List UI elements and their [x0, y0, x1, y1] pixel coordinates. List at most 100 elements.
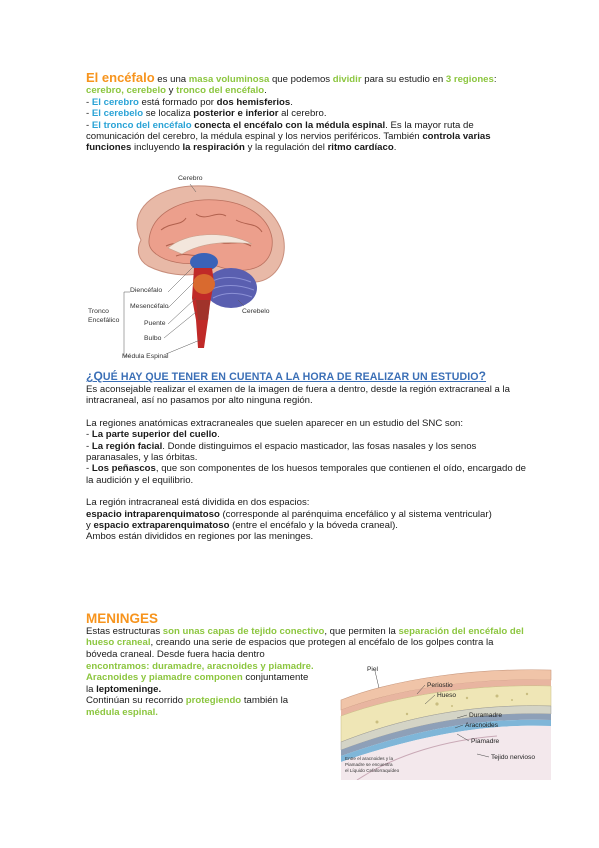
- text: -: [86, 119, 92, 131]
- highlight-text: masa voluminosa: [188, 74, 270, 85]
- line: Aracnoides y piamadre componen conjuntam…: [86, 672, 336, 683]
- text: -: [86, 429, 92, 441]
- text: ?: [478, 369, 487, 383]
- text: para su estudio en: [361, 74, 446, 85]
- bold-text: controla varias funciones: [86, 131, 491, 154]
- highlight-text: El cerebro: [91, 96, 139, 108]
- text: -: [86, 440, 92, 452]
- label-tejido-nervioso: Tejido nervioso: [491, 754, 535, 761]
- text: UÉ HAY QUE TENER EN CUENTA A LA HORA DE …: [102, 371, 479, 383]
- meninges-section: MENINGES Estas estructuras son unas capa…: [86, 611, 526, 660]
- text: y la regulación del: [244, 142, 328, 154]
- section-title-meninges: MENINGES: [86, 611, 159, 626]
- label-tronco-1: Tronco: [88, 308, 109, 315]
- list-item: - La región facial. Donde distinguimos e…: [86, 441, 526, 464]
- text: ¿: [86, 369, 94, 383]
- label-hueso: Hueso: [437, 692, 456, 699]
- bold-text: dos hemisferios: [216, 96, 291, 108]
- brain-diagram: Cerebro Diencéfalo Mesencéfalo Puente Bu…: [88, 175, 285, 360]
- label-piamadre: Piamadre: [471, 738, 500, 745]
- caption-line-3: el Líquido Cefalorraquídeo: [345, 768, 400, 773]
- label-mesencefalo: Mesencéfalo: [130, 303, 169, 310]
- caption-line-1: Entre el aracnoides y la: [345, 756, 393, 761]
- text: , que son componentes de los huesos temp…: [86, 463, 527, 486]
- text: (entre el encéfalo y la bóveda craneal).: [229, 520, 398, 532]
- text: -: [86, 108, 92, 120]
- text: :: [493, 74, 497, 85]
- label-diencefalo: Diencéfalo: [130, 287, 162, 294]
- intro-paragraph: El encéfalo es una masa voluminosa que p…: [86, 71, 526, 154]
- text: .: [217, 429, 220, 441]
- line: médula espinal.: [86, 707, 336, 718]
- text: al cerebro.: [278, 108, 327, 120]
- bold-text: leptomeninge.: [96, 683, 162, 695]
- highlight-text: separación del encéfalo del hueso cranea…: [86, 626, 524, 649]
- label-tronco-2: Encefálico: [88, 317, 120, 324]
- highlight-text: encontramos: duramadre, aracnoides y pia…: [86, 661, 314, 672]
- text: .: [264, 85, 267, 97]
- text: Continúan su recorrido: [86, 695, 186, 707]
- bold-text: la respiración: [182, 142, 245, 154]
- line: encontramos: duramadre, aracnoides y pia…: [86, 661, 336, 672]
- text: . Donde distinguimos el espacio masticad…: [86, 440, 477, 464]
- text: incluyendo: [131, 142, 183, 154]
- highlight-text: son unas capas de tejido conectivo: [162, 626, 325, 637]
- paragraph: espacio intraparenquimatoso (corresponde…: [86, 509, 526, 532]
- label-duramadre: Duramadre: [469, 712, 502, 719]
- bold-text: espacio intraparenquimatoso: [86, 508, 220, 520]
- bold-text: posterior e inferior: [193, 108, 279, 120]
- paragraph: La región intracraneal está dividida en …: [86, 497, 310, 509]
- text: Q: [93, 369, 103, 383]
- meninges-diagram: Piel Periostio Hueso Duramadre Aracnoide…: [337, 664, 555, 780]
- label-cerebelo: Cerebelo: [242, 308, 270, 315]
- study-section: ¿QUÉ HAY QUE TENER EN CUENTA A LA HORA D…: [86, 369, 526, 543]
- highlight-text: 3 regiones: [445, 74, 494, 85]
- bold-text: ritmo cardíaco: [327, 142, 394, 154]
- text: Estas estructuras: [86, 626, 163, 637]
- highlight-text: Aracnoides y piamadre componen: [86, 672, 243, 684]
- highlight-text: protegiendo: [185, 695, 242, 707]
- label-cerebro: Cerebro: [178, 175, 203, 182]
- highlight-text: médula espinal.: [86, 706, 158, 718]
- text: la: [86, 683, 97, 695]
- intro-section: El encéfalo es una masa voluminosa que p…: [86, 71, 526, 154]
- caption-line-2: Piamadre se encuentra: [345, 762, 393, 767]
- highlight-text: El tronco del encéfalo: [91, 119, 192, 131]
- text: y: [166, 85, 177, 97]
- bold-text: conecta el encéfalo con la médula espina…: [194, 119, 386, 131]
- bold-text: espacio extraparenquimatoso: [93, 520, 230, 532]
- meninges-continuation: encontramos: duramadre, aracnoides y pia…: [86, 661, 336, 718]
- text: conjuntamente: [242, 672, 309, 684]
- label-bulbo: Bulbo: [144, 335, 162, 342]
- highlight-text: El cerebelo: [91, 108, 144, 120]
- highlight-text: cerebro, cerebelo: [86, 85, 166, 97]
- text: se localiza: [143, 108, 194, 120]
- text: , creando una serie de espacios que prot…: [86, 637, 494, 660]
- text: . Es la mayor ruta de comunicación del c…: [86, 119, 474, 143]
- highlight-text: dividir: [332, 74, 362, 85]
- text: .: [290, 96, 293, 108]
- text: .: [393, 142, 397, 154]
- bold-text: La parte superior del cuello: [91, 429, 218, 441]
- list-item: - Los peñascos, que son componentes de l…: [86, 463, 526, 486]
- text: -: [86, 463, 92, 475]
- paragraph: Es aconsejable realizar el examen de la …: [86, 384, 510, 407]
- bold-text: Los peñascos: [91, 463, 156, 475]
- text: que podemos: [269, 74, 333, 85]
- text: (corresponde al parénquima encefálico y …: [219, 508, 492, 520]
- line: la leptomeninge.: [86, 684, 336, 695]
- line: Continúan su recorrido protegiendo tambi…: [86, 695, 336, 706]
- label-piel: Piel: [367, 666, 379, 673]
- text: también la: [241, 695, 289, 707]
- label-aracnoides: Aracnoides: [465, 722, 499, 729]
- list-item: - La parte superior del cuello.: [86, 429, 526, 440]
- label-medula: Médula Espinal: [122, 353, 169, 360]
- label-periostio: Periostio: [427, 682, 453, 689]
- text: y: [86, 520, 94, 532]
- text: , que permiten la: [324, 626, 399, 637]
- text: está formado por: [138, 96, 217, 108]
- paragraph: Ambos están divididos en regiones por la…: [86, 531, 314, 543]
- bold-text: La región facial: [91, 440, 163, 452]
- section-title-estudio: ¿QUÉ HAY QUE TENER EN CUENTA A LA HORA D…: [86, 369, 526, 383]
- label-puente: Puente: [144, 320, 166, 327]
